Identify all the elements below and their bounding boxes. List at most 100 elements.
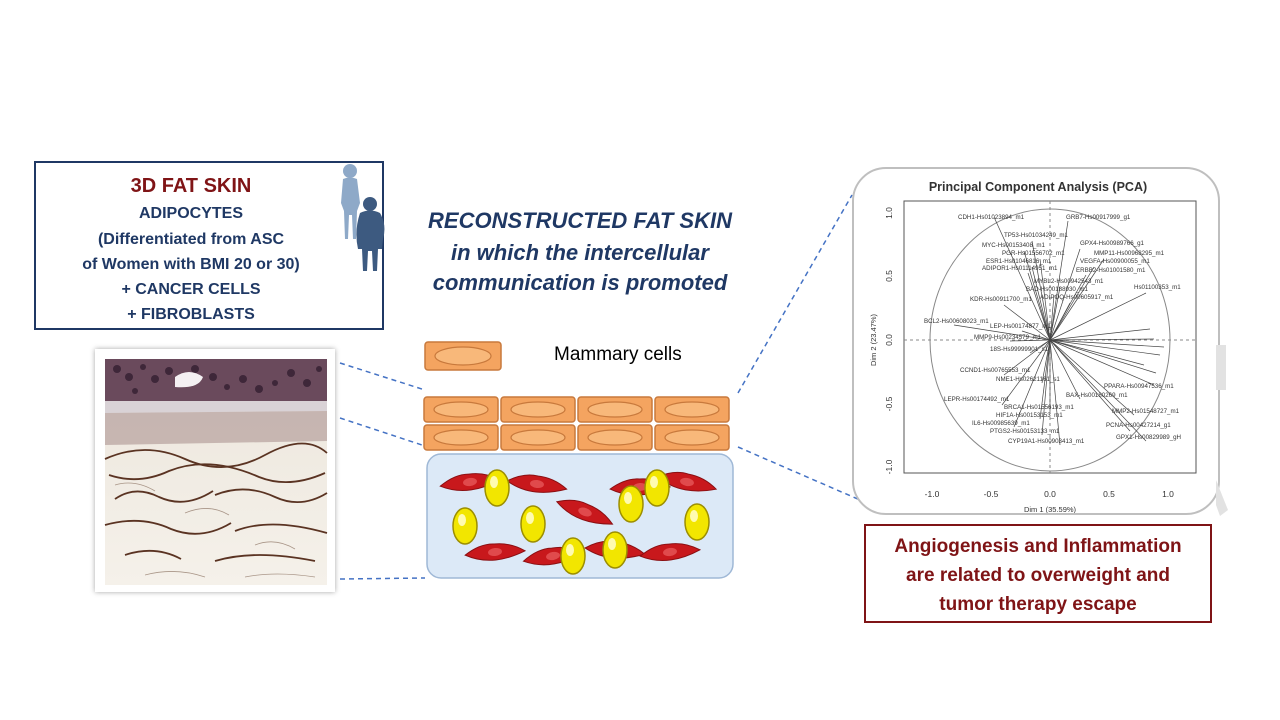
pca-loading-arrow (1049, 339, 1135, 416)
mammary-cell (423, 396, 499, 423)
info-box-line-bmi: of Women with BMI 20 or 30) (82, 256, 300, 273)
pca-loading-arrow (1049, 339, 1131, 432)
pca-loading-arrow (1021, 330, 1051, 341)
pca-loading-arrow (1049, 339, 1165, 348)
pca-loading-arrow (1041, 339, 1051, 384)
info-box-line-fibroblasts: + FIBROBLASTS (127, 306, 255, 323)
pca-label-bad: BAD-Hs00188930_m1 (1026, 286, 1088, 293)
pca-label-lepr: LEPR-Hs00174492_m1 (944, 396, 1010, 403)
caption-line-1: RECONSTRUCTED FAT SKIN (428, 208, 732, 233)
pca-ytick-4: -0.5 (884, 396, 894, 411)
pca-label-ptgs2: PTGS2-Hs00153133_m1 (990, 428, 1060, 435)
pca-label-adipor1: ADIPOR1-Hs01114951_m1 (982, 265, 1058, 272)
pca-ytick-3: 0.0 (884, 334, 894, 346)
pca-label-mmp2: MMP2-Hs01548727_m1 (1112, 408, 1180, 415)
pca-xtick-4: 0.5 (1103, 489, 1115, 499)
pca-plot: Principal Component Analysis (PCA) -1.0 … (869, 180, 1197, 514)
pca-label-brca1: BRCA1-Hs01556193_m1 (1004, 404, 1074, 411)
pca-loading-arrow (1049, 258, 1105, 341)
pca-label-cyp19a1: CYP19A1-Hs00903413_m1 (1008, 438, 1085, 445)
pca-loading-arrow (1049, 328, 1151, 341)
conclusion-line-2: are related to overweight and (906, 565, 1170, 586)
pca-loading-arrow (1003, 339, 1051, 376)
fibroblast-cell (639, 543, 702, 562)
pca-loading-arrow (1049, 339, 1147, 442)
pca-loading-arrow (1049, 339, 1081, 400)
adipocyte-cell (618, 485, 644, 523)
adipocyte-cell (520, 505, 546, 543)
pca-loading-arrow (1031, 266, 1051, 341)
pca-loading-arrow (1049, 339, 1145, 366)
pca-loading-arrow (1013, 339, 1051, 428)
info-box-title: 3D FAT SKIN (130, 175, 252, 197)
pca-loading-arrow (1027, 272, 1051, 341)
pca-label-tp53: TP53-Hs01034249_m1 (1004, 232, 1069, 239)
histology-photo (95, 349, 335, 592)
women-silhouette-icon (341, 164, 385, 271)
info-box-line-differentiated: (Differentiated from ASC (97, 231, 285, 248)
magnifier-decoration (1216, 345, 1228, 516)
pca-label-18s: 18S-Hs99999901_s1 (990, 346, 1049, 353)
pca-loading-arrow (1049, 248, 1081, 341)
mammary-cell (654, 424, 730, 451)
pca-label-gpx4: GPX4-Hs00989766_g1 (1080, 240, 1145, 247)
pca-loading-arrow (1041, 339, 1051, 436)
adipocyte-cell (452, 507, 478, 545)
pca-xtick-5: 1.0 (1162, 489, 1174, 499)
pca-loading-arrow (1049, 339, 1161, 356)
pca-loading-arrow (1023, 250, 1051, 341)
pca-label-pgr: PGR-Hs01556702_m1 (1002, 250, 1065, 257)
pca-label-il6: IL6-Hs00985639_m1 (972, 420, 1030, 427)
pca-loading-arrow (1009, 339, 1051, 342)
pca-x-axis-label: Dim 1 (35.59%) (1024, 505, 1077, 514)
mammary-cell (577, 424, 653, 451)
pca-label-gpx1: GPX1-Hs00829989_gH (1116, 434, 1181, 441)
pca-label-c2: Hs01100353_m1 (1134, 284, 1181, 291)
pca-label-grb7: GRB7-Hs00917999_g1 (1066, 214, 1131, 221)
pca-loading-arrow (1039, 258, 1051, 341)
info-box: 3D FAT SKIN ADIPOCYTES (Differentiated f… (34, 161, 385, 330)
adipocyte-cell (484, 469, 510, 507)
pca-label-nme1: NME1-Hs02621161_s1 (996, 376, 1060, 383)
pca-label-kdr: KDR-Hs00911700_m1 (970, 296, 1032, 303)
pca-loading-arrow (1049, 220, 1069, 341)
mammary-cell (500, 424, 576, 451)
mammary-cell (500, 396, 576, 423)
pca-loading-arrow (1049, 338, 1155, 341)
pca-ytick-5: -1.0 (884, 459, 894, 474)
mammary-cell-legend-icon (424, 341, 502, 371)
fibroblast-cell (464, 543, 527, 561)
pca-ytick-2: 0.5 (884, 270, 894, 282)
pca-loading-arrow (1001, 339, 1051, 406)
conclusion-line-3: tumor therapy escape (939, 594, 1137, 615)
adipocyte-cell (684, 503, 710, 541)
pca-loading-arrow (993, 216, 1051, 341)
pca-loading-arrow (1003, 304, 1051, 341)
pca-label-erbb2: ERBB2-Hs01001580_m1 (1076, 267, 1146, 274)
mammary-cell-layers (423, 396, 730, 451)
mammary-cell (654, 396, 730, 423)
caption-line-3: communication is promoted (432, 270, 728, 295)
pca-title: Principal Component Analysis (PCA) (929, 180, 1147, 194)
adipocyte-cell (602, 531, 628, 569)
conclusion-line-1: Angiogenesis and Inflammation (894, 536, 1182, 557)
mammary-cell (577, 396, 653, 423)
pca-loading-arrow (1049, 292, 1147, 341)
fibroblast-cell (506, 474, 568, 493)
pca-label-myc: MYC-Hs00153408_m1 (982, 242, 1045, 249)
pca-label-ppara: PPARA-Hs00947536_m1 (1104, 383, 1174, 390)
pca-loading-arrow (1039, 339, 1051, 420)
pca-loading-arrow (1049, 339, 1157, 374)
pca-label-ccnd1: CCND1-Hs00765553_m1 (960, 367, 1031, 374)
pca-label-esr1: ESR1-Hs01046816_m1 (986, 258, 1052, 265)
adipocyte-cell (560, 537, 586, 575)
pca-plot-frame: Principal Component Analysis (PCA) -1.0 … (852, 167, 1220, 515)
fibroblast-cell (656, 471, 718, 492)
pca-label-cdh1: CDH1-Hs01023894_m1 (958, 214, 1025, 221)
pca-label-hif1a: HIF1A-Hs00153153_m1 (996, 412, 1063, 419)
pca-loading-arrow (953, 324, 1051, 341)
pca-ytick-1: 1.0 (884, 207, 894, 219)
pca-loading-arrow (1049, 266, 1095, 341)
mammary-cell (423, 424, 499, 451)
